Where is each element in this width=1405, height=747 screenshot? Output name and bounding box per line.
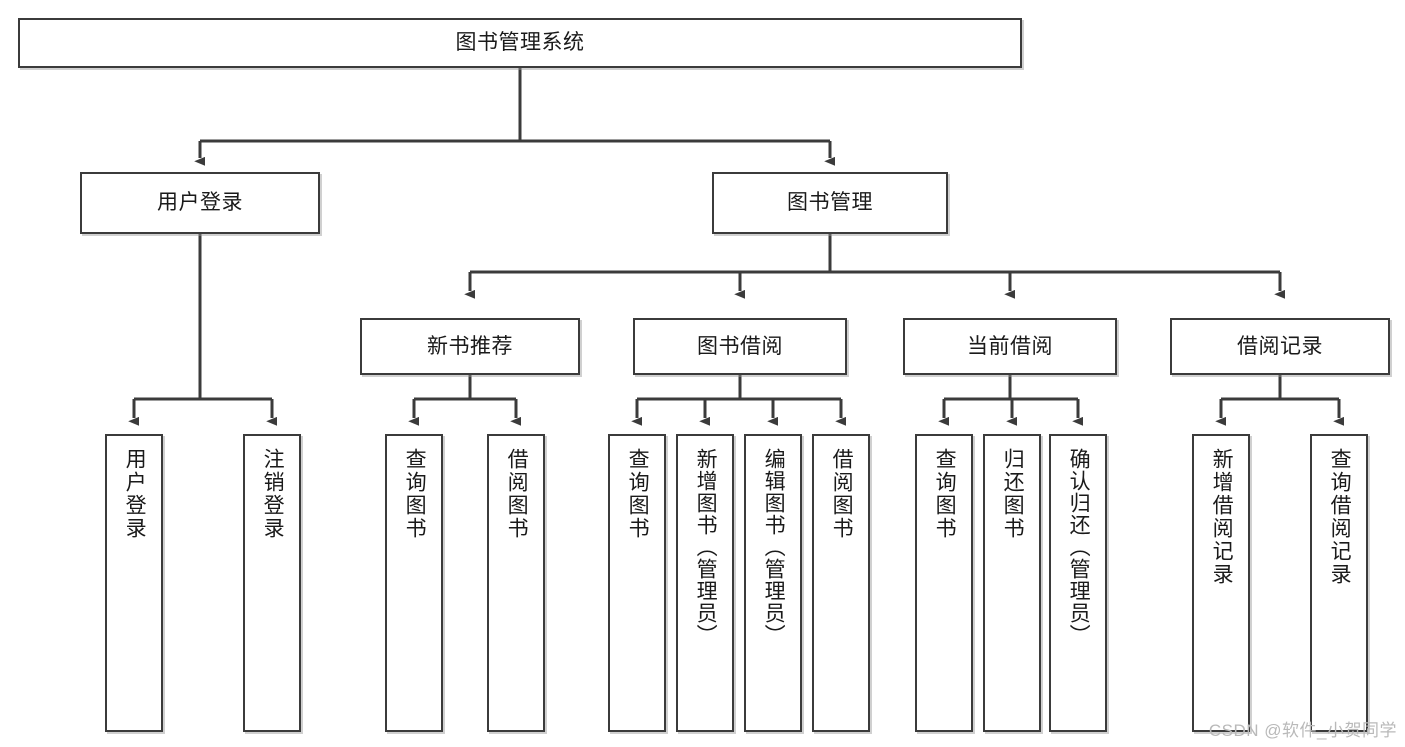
leaf-book-borrow-query-label: 查询图书 — [626, 448, 650, 540]
node-book-borrow[interactable]: 图书借阅 — [633, 318, 847, 375]
node-new-book-recommend[interactable]: 新书推荐 — [360, 318, 580, 375]
csdn-watermark: CSDN @软件_小贺同学 — [1208, 721, 1397, 740]
leaf-current-borrow-query[interactable]: 查询图书 — [915, 434, 973, 732]
leaf-current-borrow-confirm-label: 确认归还（管理员） — [1067, 448, 1091, 646]
leaf-book-borrow-borrow-label: 借阅图书 — [830, 448, 854, 540]
leaf-current-borrow-return[interactable]: 归还图书 — [983, 434, 1041, 732]
node-root-label: 图书管理系统 — [455, 31, 585, 55]
leaf-new-book-query[interactable]: 查询图书 — [385, 434, 443, 732]
leaf-book-borrow-edit[interactable]: 编辑图书（管理员） — [744, 434, 802, 732]
leaf-book-borrow-add[interactable]: 新增图书（管理员） — [676, 434, 734, 732]
node-new-book-recommend-label: 新书推荐 — [427, 334, 513, 358]
leaf-user-login-login-label: 用户登录 — [123, 448, 147, 540]
leaf-current-borrow-query-label: 查询图书 — [933, 448, 957, 540]
leaf-new-book-borrow[interactable]: 借阅图书 — [487, 434, 545, 732]
leaf-current-borrow-return-label: 归还图书 — [1001, 448, 1025, 540]
leaf-user-login-login[interactable]: 用户登录 — [105, 434, 163, 732]
node-user-login-label: 用户登录 — [157, 191, 243, 215]
leaf-new-book-borrow-label: 借阅图书 — [505, 448, 529, 540]
node-current-borrow[interactable]: 当前借阅 — [903, 318, 1117, 375]
leaf-book-borrow-edit-label: 编辑图书（管理员） — [762, 448, 786, 646]
node-book-management-label: 图书管理 — [787, 191, 873, 215]
node-borrow-record[interactable]: 借阅记录 — [1170, 318, 1390, 375]
leaf-borrow-record-add-label: 新增借阅记录 — [1210, 448, 1234, 586]
leaf-book-borrow-add-label: 新增图书（管理员） — [694, 448, 718, 646]
node-book-borrow-label: 图书借阅 — [697, 334, 783, 358]
node-current-borrow-label: 当前借阅 — [967, 334, 1053, 358]
leaf-current-borrow-confirm[interactable]: 确认归还（管理员） — [1049, 434, 1107, 732]
leaf-new-book-query-label: 查询图书 — [403, 448, 427, 540]
node-user-login[interactable]: 用户登录 — [80, 172, 320, 234]
node-root[interactable]: 图书管理系统 — [18, 18, 1022, 68]
leaf-user-login-logout-label: 注销登录 — [261, 448, 285, 540]
leaf-borrow-record-query[interactable]: 查询借阅记录 — [1310, 434, 1368, 732]
leaf-book-borrow-borrow[interactable]: 借阅图书 — [812, 434, 870, 732]
leaf-borrow-record-query-label: 查询借阅记录 — [1328, 448, 1352, 586]
node-book-management[interactable]: 图书管理 — [712, 172, 948, 234]
node-borrow-record-label: 借阅记录 — [1237, 334, 1323, 358]
leaf-user-login-logout[interactable]: 注销登录 — [243, 434, 301, 732]
leaf-borrow-record-add[interactable]: 新增借阅记录 — [1192, 434, 1250, 732]
leaf-book-borrow-query[interactable]: 查询图书 — [608, 434, 666, 732]
